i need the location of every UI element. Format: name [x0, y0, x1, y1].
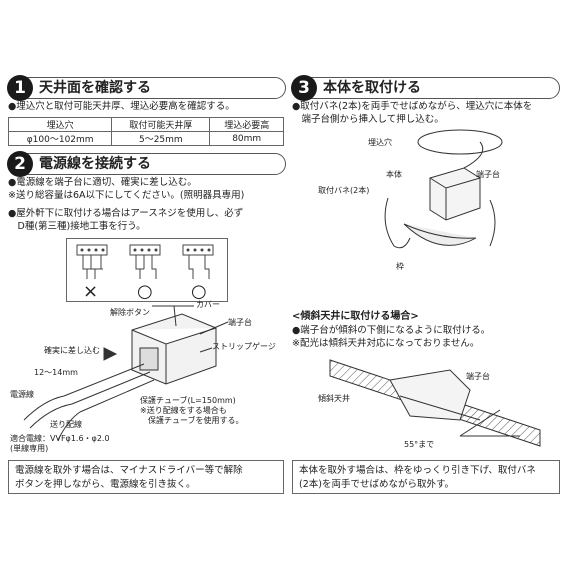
judgement-ok-1: ○	[137, 281, 153, 302]
cover-label: カバー	[196, 300, 220, 309]
strip-length-label: 12〜14mm	[34, 368, 78, 377]
spec-header-thickness: 取付可能天井厚	[111, 117, 211, 132]
slope-line-1: ●端子台が傾斜の下側になるように取付ける。	[292, 325, 491, 336]
slope-illustration	[329, 359, 541, 447]
judgement-ng: ×	[83, 281, 99, 302]
section3-line-2: 端子台側から挿入して押し込む。	[292, 114, 444, 125]
spec-table-row: φ100〜102mm 5〜25mm 80mm	[7, 131, 284, 146]
slope-title: <傾斜天井に取付ける場合>	[292, 311, 419, 322]
terminal-label-s2: 端子台	[228, 318, 252, 327]
spec-value-hole: φ100〜102mm	[7, 131, 113, 146]
section2-line-1: ●電源線を端子台に適切、確実に差し込む。	[8, 177, 197, 188]
tube-note-2: 保護チューブを使用する。	[148, 416, 244, 425]
feed-line-label: 送り配線	[50, 420, 82, 429]
terminal-label-s3: 端子台	[476, 170, 500, 179]
body-label: 本体	[386, 170, 402, 179]
spec-header-hole: 埋込穴	[7, 117, 113, 132]
section1-header: 1 天井面を確認する	[7, 75, 286, 101]
spec-value-height: 80mm	[209, 131, 284, 146]
wire-spec-label: 適合電線：VVFφ1.6・φ2.0	[10, 434, 110, 443]
section2-line-2: ※送り総容量は6A以下にしてください。(照明器具専用)	[8, 190, 245, 201]
section3-note-line-1: 本体を取外す場合は、枠をゆっくり引き下げ、取付バネ	[299, 465, 536, 476]
section2-line-3: ●屋外軒下に取付ける場合はアースネジを使用し、必ず	[8, 208, 244, 219]
mounting-illustration	[384, 129, 503, 249]
section2-note-line-2: ボタンを押しながら、電源線を引き抜く。	[15, 479, 196, 490]
sloped-ceiling-label: 傾斜天井	[318, 394, 350, 403]
tube-note-1: ※送り配線をする場合も	[140, 406, 227, 415]
spec-value-thickness: 5〜25mm	[111, 131, 211, 146]
hole-label: 埋込穴	[368, 138, 392, 147]
spec-header-height: 埋込必要高	[209, 117, 284, 132]
insert-label: 確実に差し込む	[44, 346, 100, 355]
section3-title: 本体を取付ける	[323, 80, 421, 96]
slope-line-2: ※配光は傾斜天井対応になっておりません。	[292, 338, 480, 349]
slope-terminal-label: 端子台	[466, 372, 490, 381]
wiring-examples-illustration	[76, 244, 214, 279]
judgement-ok-2: ○	[191, 281, 207, 302]
section1-number: 1	[7, 75, 33, 101]
section2-header: 2 電源線を接続する	[7, 151, 286, 177]
section1-bullet: ●埋込穴と取付可能天井厚、埋込必要高を確認する。	[8, 101, 235, 112]
angle-label: 55°まで	[404, 440, 435, 449]
section3-header: 3 本体を取付ける	[291, 75, 560, 101]
frame-label: 枠	[396, 262, 404, 271]
spec-table-header-row: 埋込穴 取付可能天井厚 埋込必要高	[7, 117, 284, 132]
section3-line-1: ●取付バネ(2本)を両手でせばめながら、埋込穴に本体を	[292, 101, 533, 112]
section3-note-box: 本体を取外す場合は、枠をゆっくり引き下げ、取付バネ (2本)を両手でせばめながら…	[292, 460, 560, 494]
strip-gauge-label: ストリップゲージ	[212, 342, 276, 351]
terminal-illustration	[23, 305, 229, 441]
section2-note-box: 電源線を取外す場合は、マイナスドライバー等で解除 ボタンを押しながら、電源線を引…	[8, 460, 284, 494]
section3-note-line-2: (2本)を両手でせばめながら取外す。	[299, 479, 455, 490]
wiring-examples-box: × ○ ○	[66, 238, 228, 302]
power-line-label: 電源線	[10, 390, 34, 399]
spring-label: 取付バネ(2本)	[318, 186, 370, 195]
wire-note-label: (単線専用)	[10, 444, 49, 453]
section3-number: 3	[291, 75, 317, 101]
tube-label: 保護チューブ(L=150mm)	[140, 396, 236, 405]
release-button-label: 解除ボタン	[110, 308, 150, 317]
section2-note-line-1: 電源線を取外す場合は、マイナスドライバー等で解除	[15, 465, 243, 476]
section2-title: 電源線を接続する	[39, 156, 151, 172]
spec-table: 埋込穴 取付可能天井厚 埋込必要高 φ100〜102mm 5〜25mm 80mm	[7, 117, 284, 146]
section1-title: 天井面を確認する	[39, 80, 151, 96]
section2-number: 2	[7, 151, 33, 177]
section2-line-4: D種(第三種)接地工事を行う。	[8, 221, 146, 232]
